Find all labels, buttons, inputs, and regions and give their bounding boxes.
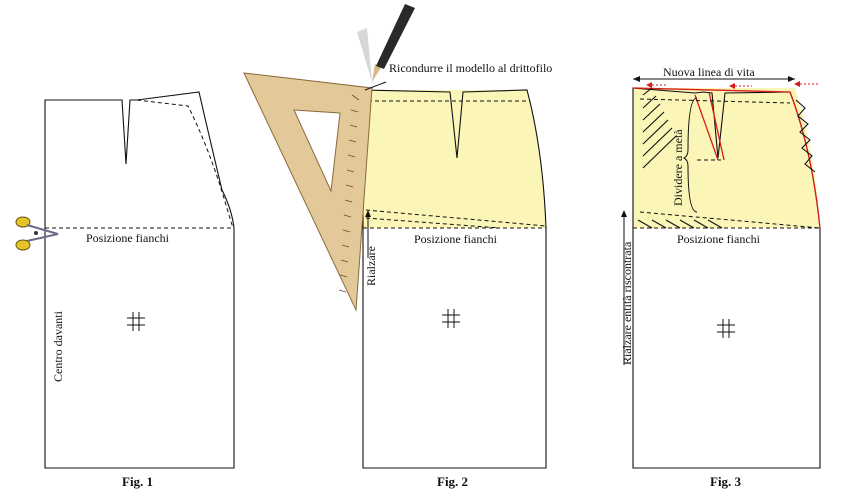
fig3-halve-label: Dividere a metà — [671, 129, 685, 206]
fig1-skirt-outline — [44, 91, 235, 469]
fig3-caption: Fig. 3 — [710, 474, 742, 489]
fig3-red-arrows — [652, 83, 818, 87]
fig3-side-red — [789, 91, 821, 229]
scissors-icon — [15, 216, 59, 251]
set-square-icon — [243, 72, 373, 312]
fig3-waistline-label: Nuova linea di vita — [663, 65, 755, 79]
fig3-raise-label: Rialzare entità riscontrata — [620, 241, 634, 365]
pencil-icon — [357, 4, 415, 82]
fig3-hatch-left — [642, 87, 677, 169]
grain-mark-icon — [717, 319, 735, 338]
fig2-dashed-tilt-b — [365, 217, 501, 229]
fig3-upper-yoke-fill — [633, 88, 820, 228]
fig2-hip-label: Posizione fianchi — [414, 232, 498, 246]
fig2-grain-label: Ricondurre il modello al drittofilo — [389, 61, 552, 75]
grain-mark-icon — [442, 309, 460, 328]
grain-mark-icon — [127, 312, 145, 331]
fig3-dashed-tilt — [639, 211, 821, 229]
fig3-hip-label: Posizione fianchi — [677, 232, 761, 246]
figure-3: Nuova linea di vita Posizione fianchi Di… — [620, 65, 821, 489]
fig2-upper-yoke-fill — [363, 90, 546, 228]
fig1-hip-label: Posizione fianchi — [86, 231, 170, 245]
fig2-grain-arrow — [364, 81, 387, 91]
fig1-caption: Fig. 1 — [122, 474, 153, 489]
figure-2: Posizione fianchi Ricondurre il modello … — [243, 4, 552, 489]
fig2-raise-label: Rialzare — [364, 246, 378, 286]
fig2-caption: Fig. 2 — [437, 474, 468, 489]
fig3-hatch-bottom — [637, 219, 723, 229]
fig3-new-waist-red — [632, 87, 791, 93]
fig3-side-zigzag — [795, 99, 816, 173]
figure-1: Posizione fianchi Centro davanti Fig. 1 — [15, 91, 235, 489]
fig1-center-label: Centro davanti — [51, 310, 65, 382]
fig1-dashed-side-curve — [136, 99, 234, 229]
fig2-dashed-tilt-a — [365, 209, 547, 227]
fig3-dart-red-b — [694, 94, 719, 161]
fig3-brace — [682, 97, 698, 213]
fig3-dart-red — [708, 91, 725, 161]
